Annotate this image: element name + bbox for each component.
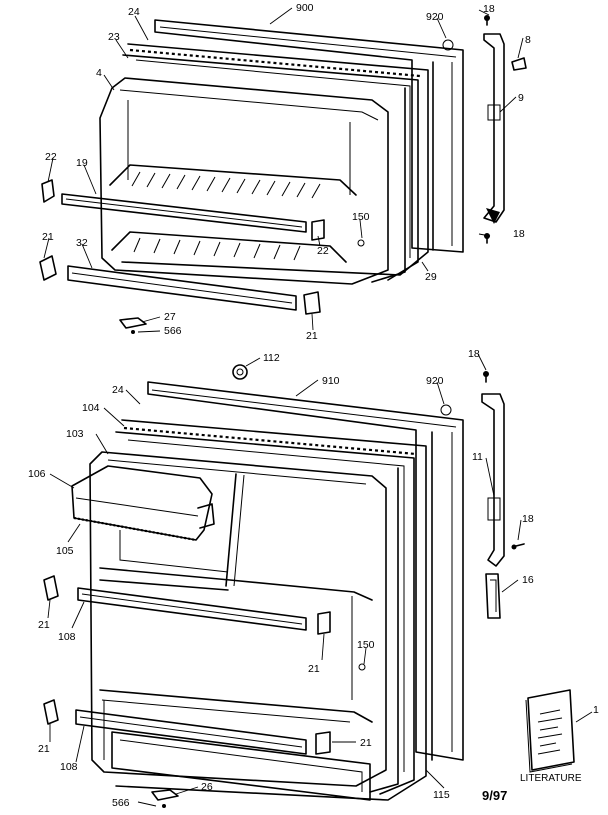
label-106: 106 xyxy=(28,468,46,480)
freezer-labels: 900 920 18 8 9 18 24 23 4 22 19 21 32 15… xyxy=(42,2,531,342)
freezer-outer-door xyxy=(154,19,464,253)
label-22: 22 xyxy=(45,151,57,163)
label-19: 19 xyxy=(76,157,88,169)
fresh-food-small-parts xyxy=(43,364,525,808)
label-900: 900 xyxy=(296,2,314,14)
label-23: 23 xyxy=(108,31,120,43)
fresh-food-bottom-frame xyxy=(111,731,371,801)
label-22: 22 xyxy=(317,245,329,257)
label-21: 21 xyxy=(38,619,50,631)
label-26: 26 xyxy=(201,781,213,793)
label-104: 104 xyxy=(82,402,100,414)
fresh-food-door-assembly: 112 910 920 18 24 104 103 106 105 11 18 … xyxy=(28,348,599,809)
label-150: 150 xyxy=(352,211,370,223)
freezer-handle xyxy=(483,33,505,224)
label-103: 103 xyxy=(66,428,84,440)
label-9: 9 xyxy=(518,92,524,104)
literature-label: LITERATURE xyxy=(520,773,582,784)
label-4: 4 xyxy=(96,67,102,79)
fresh-food-outer-door xyxy=(147,381,464,761)
fresh-food-shelf-bar-upper xyxy=(77,587,307,631)
label-105: 105 xyxy=(56,545,74,557)
label-32: 32 xyxy=(76,237,88,249)
freezer-leaders xyxy=(43,7,524,333)
label-29: 29 xyxy=(425,271,437,283)
label-21: 21 xyxy=(308,663,320,675)
label-566: 566 xyxy=(164,325,182,337)
label-11: 11 xyxy=(472,451,483,463)
freezer-lower-bar xyxy=(67,265,297,311)
fresh-food-inner-liner xyxy=(89,451,387,787)
freezer-shelf-bar xyxy=(61,193,307,233)
fresh-food-shelf-bar-lower xyxy=(75,709,307,755)
literature-booklet-icon xyxy=(525,689,575,773)
label-21: 21 xyxy=(38,743,50,755)
fresh-food-handle xyxy=(481,393,505,567)
label-150: 150 xyxy=(357,639,375,651)
freezer-screws xyxy=(357,15,527,247)
label-115: 115 xyxy=(433,789,450,801)
label-18: 18 xyxy=(483,3,495,15)
fresh-food-leaders xyxy=(47,353,593,807)
fresh-food-labels: 112 910 920 18 24 104 103 106 105 11 18 … xyxy=(28,348,599,809)
freezer-door-assembly: 900 920 18 8 9 18 24 23 4 22 19 21 32 15… xyxy=(39,2,531,342)
label-920: 920 xyxy=(426,375,444,387)
dairy-compartment xyxy=(71,465,215,542)
label-18: 18 xyxy=(513,228,525,240)
label-566: 566 xyxy=(112,797,130,809)
label-108: 108 xyxy=(58,631,76,643)
label-21: 21 xyxy=(42,231,54,243)
label-18: 18 xyxy=(522,513,534,525)
label-920: 920 xyxy=(426,11,444,23)
label-1: 1 xyxy=(593,704,599,716)
label-21: 21 xyxy=(306,330,318,342)
label-24: 24 xyxy=(112,384,124,396)
label-8: 8 xyxy=(525,34,531,46)
label-24: 24 xyxy=(128,6,140,18)
freezer-gasket xyxy=(121,43,429,283)
label-112: 112 xyxy=(263,352,280,364)
label-18: 18 xyxy=(468,348,480,360)
label-108: 108 xyxy=(60,761,78,773)
handle-trim xyxy=(485,573,501,619)
label-27: 27 xyxy=(164,311,176,323)
label-16: 16 xyxy=(522,574,534,586)
fresh-food-gasket xyxy=(115,419,427,801)
label-21: 21 xyxy=(360,737,372,749)
label-910: 910 xyxy=(322,375,340,387)
date-code: 9/97 xyxy=(482,788,507,803)
freezer-inner-liner xyxy=(99,77,389,285)
freezer-clips xyxy=(39,179,325,334)
